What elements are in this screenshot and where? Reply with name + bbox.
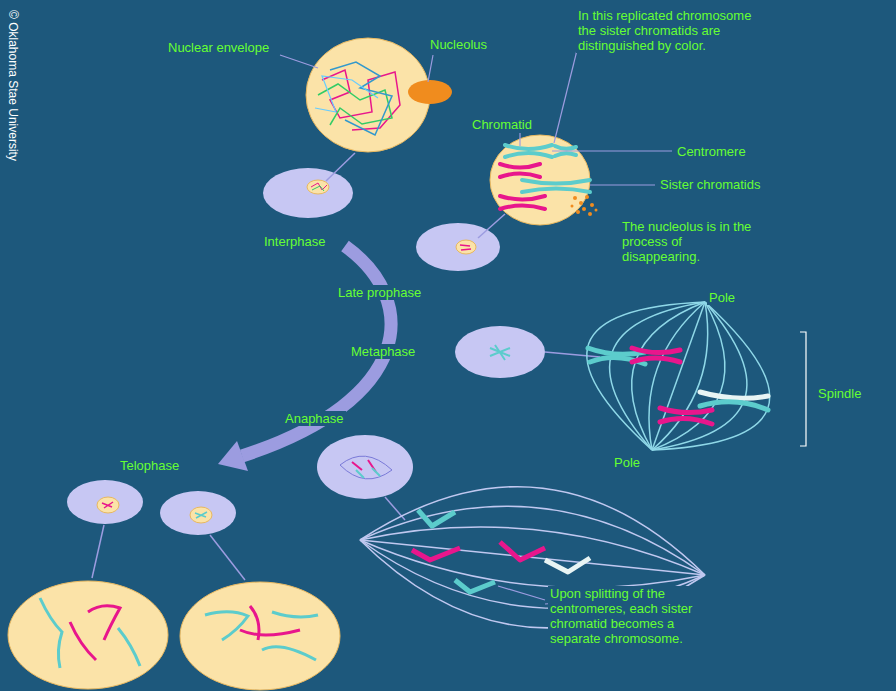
structure-label: Nucleolus: [428, 37, 489, 52]
telophase-cells: [8, 480, 340, 690]
structure-label: Nuclear envelope: [166, 40, 271, 55]
metaphase-spindle: [455, 302, 806, 450]
note-text: In this replicated chromosome the sister…: [576, 8, 770, 53]
note-text: Upon splitting of the centromeres, each …: [548, 586, 727, 646]
stage-label: Anaphase: [283, 411, 346, 426]
stage-label: Metaphase: [349, 344, 417, 359]
stage-label: Late prophase: [336, 285, 423, 300]
copyright-note: © Oklahoma Stae University: [5, 8, 20, 163]
stage-label: Interphase: [262, 234, 327, 249]
pole-label: Pole: [612, 455, 642, 470]
structure-label: Sister chromatids: [658, 177, 762, 192]
structure-label: Centromere: [675, 144, 748, 159]
note-text: The nucleolus is in the process of disap…: [620, 219, 754, 264]
structure-label: Spindle: [816, 386, 863, 401]
stage-label: Telophase: [118, 458, 181, 473]
interphase-nucleus: [263, 38, 452, 218]
pole-label: Pole: [707, 290, 737, 305]
structure-label: Chromatid: [470, 117, 534, 132]
